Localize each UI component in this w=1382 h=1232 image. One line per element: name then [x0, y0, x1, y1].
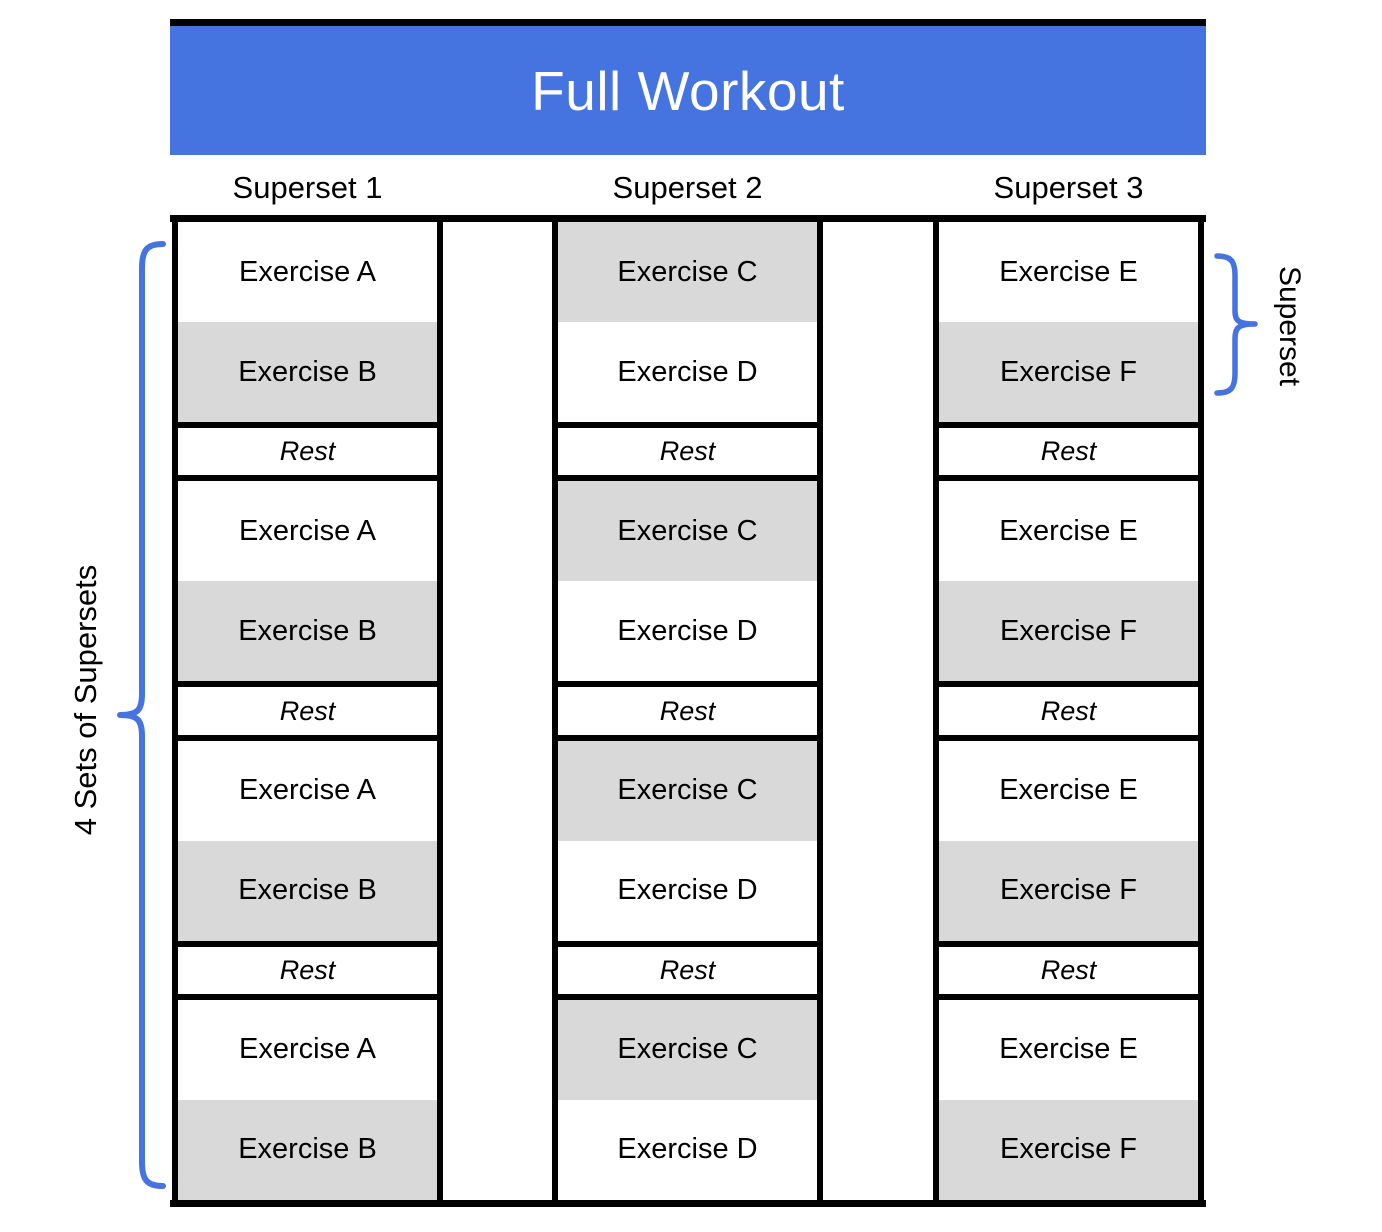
superset-1-header: Superset 1: [232, 170, 383, 205]
rest-cell: Rest: [939, 681, 1198, 741]
exercise-cell: Exercise A: [178, 481, 437, 582]
exercise-cell: Exercise F: [939, 322, 1198, 423]
rest-cell: Rest: [178, 422, 437, 482]
table-bottom-border: [170, 1200, 1206, 1207]
exercise-cell: Exercise C: [558, 999, 817, 1100]
rest-cell: Rest: [178, 940, 437, 1000]
exercise-cell: Exercise D: [558, 322, 817, 423]
exercise-cell: Exercise C: [558, 740, 817, 841]
exercise-cell: Exercise D: [558, 840, 817, 941]
rest-cell: Rest: [558, 422, 817, 482]
title-banner: Full Workout: [170, 26, 1206, 155]
table-top-border: [170, 215, 1206, 222]
exercise-cell: Exercise F: [939, 581, 1198, 682]
superset-3-header: Superset 3: [993, 170, 1144, 205]
exercise-cell: Exercise F: [939, 840, 1198, 941]
exercise-cell: Exercise E: [939, 999, 1198, 1100]
exercise-cell: Exercise B: [178, 1099, 437, 1201]
exercise-cell: Exercise E: [939, 481, 1198, 582]
superset-2-header: Superset 2: [612, 170, 763, 205]
rest-cell: Rest: [178, 681, 437, 741]
sets-annotation: 4 Sets of Supersets: [68, 564, 103, 836]
exercise-cell: Exercise A: [178, 999, 437, 1100]
exercise-cell: Exercise B: [178, 322, 437, 423]
rest-cell: Rest: [939, 940, 1198, 1000]
exercise-cell: Exercise C: [558, 222, 817, 323]
exercise-cell: Exercise B: [178, 840, 437, 941]
exercise-cell: Exercise B: [178, 581, 437, 682]
exercise-cell: Exercise D: [558, 1099, 817, 1201]
top-accent-bar: [170, 19, 1206, 26]
exercise-cell: Exercise E: [939, 740, 1198, 841]
exercise-cell: Exercise D: [558, 581, 817, 682]
exercise-cell: Exercise E: [939, 222, 1198, 323]
rest-cell: Rest: [939, 422, 1198, 482]
rest-cell: Rest: [558, 681, 817, 741]
exercise-cell: Exercise F: [939, 1099, 1198, 1201]
exercise-cell: Exercise C: [558, 481, 817, 582]
exercise-cell: Exercise A: [178, 222, 437, 323]
superset-annotation: Superset: [1273, 265, 1306, 387]
exercise-cell: Exercise A: [178, 740, 437, 841]
rest-cell: Rest: [558, 940, 817, 1000]
page-title: Full Workout: [531, 59, 845, 122]
curly-brace-left: [117, 241, 166, 1189]
curly-brace-right: [1214, 253, 1258, 396]
